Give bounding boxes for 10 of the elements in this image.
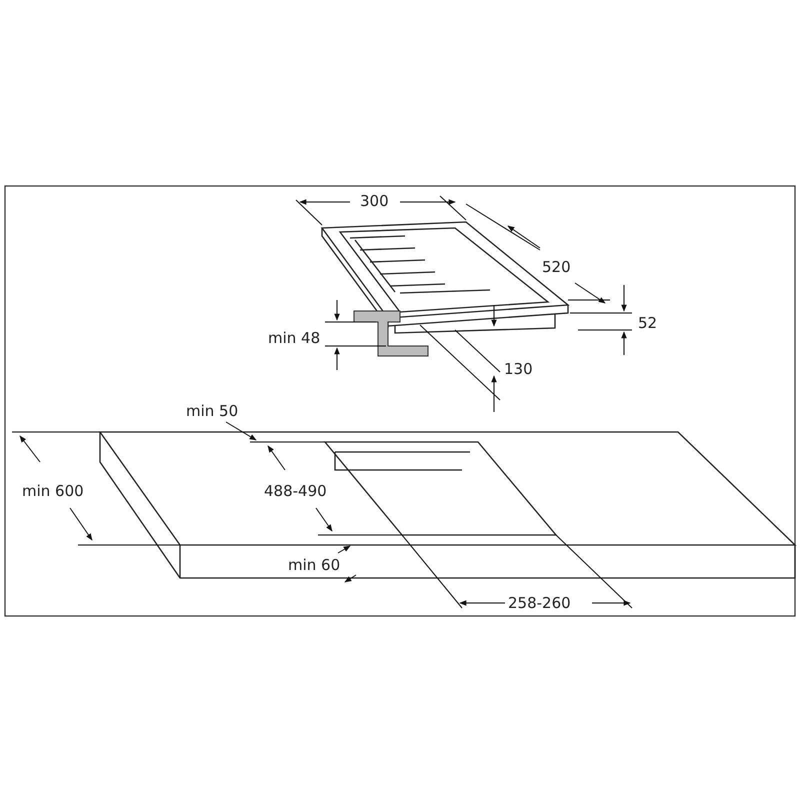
dimension-label: 488-490 [264, 482, 327, 500]
dimension-label: min 48 [268, 329, 320, 347]
dimension-label: min 50 [186, 402, 238, 420]
dimension-label: 258-260 [508, 594, 571, 612]
dimension-label: 520 [542, 258, 571, 276]
dimension-label: 300 [360, 192, 389, 210]
dimension-label: min 60 [288, 556, 340, 574]
dimension-label: 52 [638, 314, 658, 332]
dimension-label: min 600 [22, 482, 84, 500]
dimension-label: 130 [504, 360, 533, 378]
